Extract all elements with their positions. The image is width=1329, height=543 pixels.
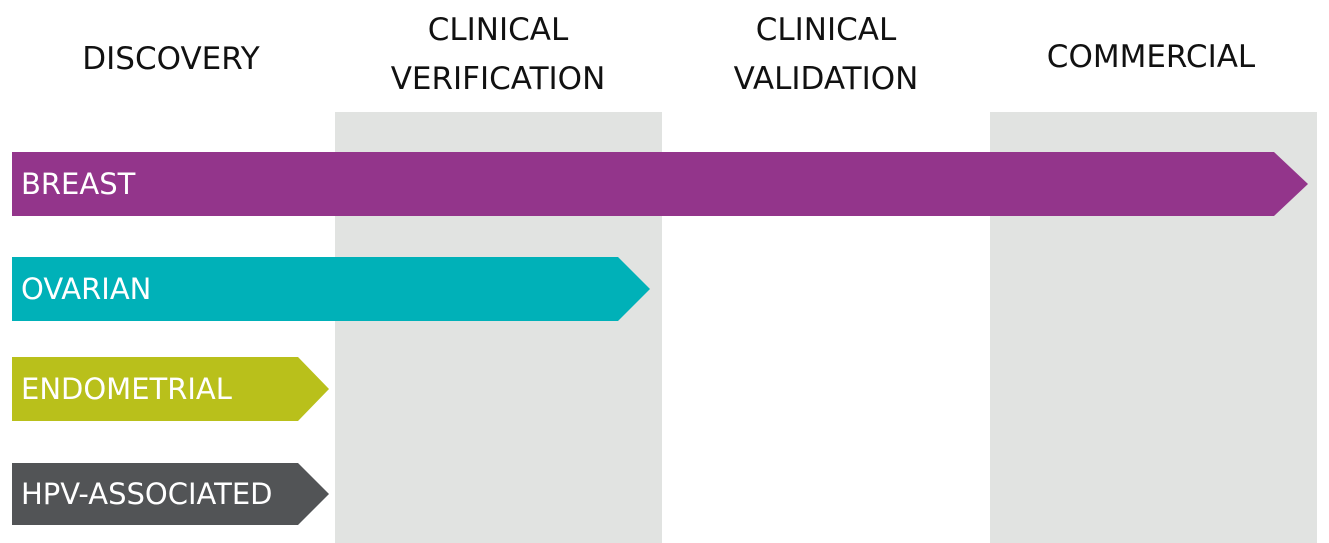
program-arrow-endometrial: ENDOMETRIAL bbox=[12, 357, 329, 421]
program-arrow-ovarian: OVARIAN bbox=[12, 257, 650, 321]
stage-label-commercial: COMMERCIAL bbox=[1046, 39, 1256, 75]
stage-label-clinical-verification: CLINICAL VERIFICATION bbox=[390, 12, 606, 97]
program-label-hpv-associated: HPV-ASSOCIATED bbox=[21, 476, 273, 511]
program-label-ovarian: OVARIAN bbox=[21, 271, 152, 306]
stage-label-discovery: DISCOVERY bbox=[82, 41, 260, 77]
program-arrow-hpv-associated: HPV-ASSOCIATED bbox=[12, 463, 329, 525]
program-arrow-breast: BREAST bbox=[12, 152, 1308, 216]
stage-label-clinical-validation: CLINICAL VALIDATION bbox=[733, 12, 919, 97]
program-label-breast: BREAST bbox=[21, 166, 136, 201]
program-label-endometrial: ENDOMETRIAL bbox=[21, 371, 232, 406]
